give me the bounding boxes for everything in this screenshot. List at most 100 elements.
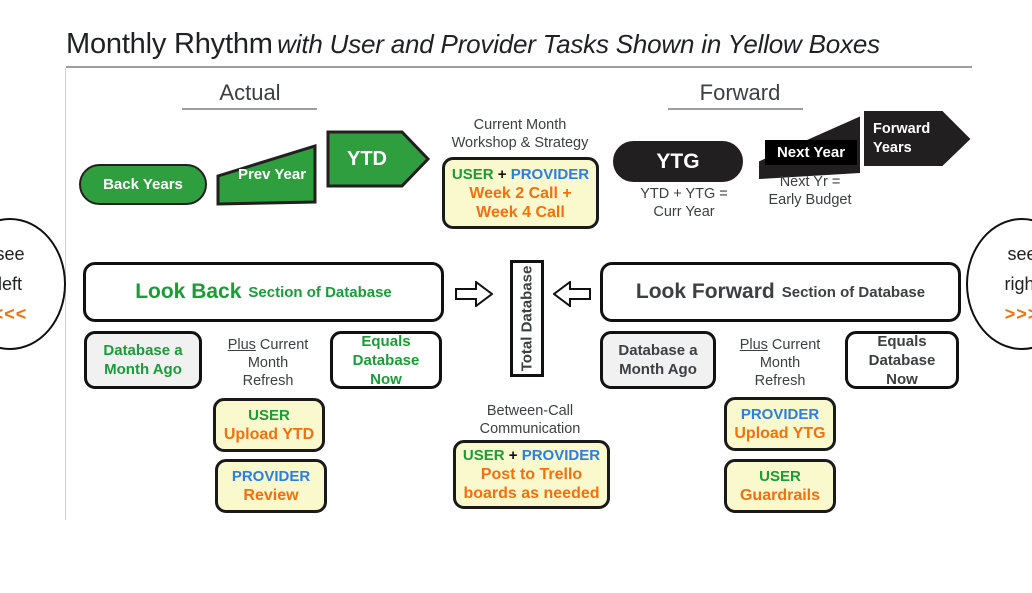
timeline-label-back-years: Back Years xyxy=(103,176,183,193)
caption-left-plus-refresh: Plus Current Month Refresh xyxy=(210,336,326,390)
caption-ytd-plus-ytg-line2: Curr Year xyxy=(653,203,715,220)
forward-years-arrow-icon xyxy=(864,111,971,166)
db-box-left-month-ago[interactable]: Database a Month Ago xyxy=(84,331,202,389)
side-note-left-line1: see xyxy=(0,244,25,264)
caption-next-yr-line1: Next Yr = xyxy=(779,174,841,190)
db-box-left-month-ago-line1: Database a xyxy=(103,342,183,359)
caption-current-month: Current Month Workshop & Strategy xyxy=(438,117,602,152)
caption-right-plus-line2: Month xyxy=(759,355,801,371)
caption-current-month-line2: Workshop & Strategy xyxy=(451,134,589,151)
task-box-review[interactable]: PROVIDER Review xyxy=(215,459,327,513)
side-note-left-chevrons: <<< xyxy=(0,304,28,324)
task-box-review-role: PROVIDER xyxy=(231,468,311,485)
timeline-label-ytd: YTD xyxy=(347,147,387,170)
banner-look-back-strong: Look Back xyxy=(135,280,242,303)
page-title: Monthly Rhythm with User and Provider Ta… xyxy=(66,28,972,64)
db-box-left-equals-line3: Now xyxy=(370,370,402,388)
section-header-forward: Forward xyxy=(699,80,781,105)
side-note-right-line2: right xyxy=(1004,274,1032,294)
task-box-review-action: Review xyxy=(243,487,299,504)
caption-between-call-line1: Between-Call xyxy=(486,403,574,419)
total-database-panel[interactable]: Total Database xyxy=(510,260,544,377)
db-box-right-month-ago-line2: Month Ago xyxy=(619,361,697,378)
banner-look-forward[interactable]: Look Forward Section of Database xyxy=(600,262,961,322)
caption-right-plus-underlined: Plus xyxy=(739,337,768,353)
timeline-shape-ytd[interactable]: YTD xyxy=(326,130,431,188)
db-box-right-equals-line1: Equals xyxy=(877,332,927,350)
caption-next-yr-line2: Early Budget xyxy=(768,191,852,208)
total-database-label: Total Database xyxy=(518,265,536,372)
db-box-right-month-ago-line1: Database a xyxy=(618,342,698,359)
task-box-upload-ytd-role: USER xyxy=(248,407,290,424)
arrow-look-back-to-total xyxy=(455,280,494,308)
task-box-trello-action-line1: Post to Trello xyxy=(480,466,583,483)
timeline-label-next-year: Next Year xyxy=(765,140,857,165)
footer-clipped-left xyxy=(80,514,210,523)
db-box-right-equals-line2: Database xyxy=(868,351,936,369)
task-box-upload-ytg-role: PROVIDER xyxy=(740,406,820,423)
role-user: USER xyxy=(462,447,505,464)
banner-look-forward-rest: Section of Database xyxy=(781,283,926,301)
side-note-right[interactable]: see right >>> xyxy=(966,218,1032,350)
task-box-guardrails-action: Guardrails xyxy=(739,487,821,504)
timeline-shape-prev-year[interactable]: Prev Year xyxy=(216,144,318,206)
side-note-left-line2: left xyxy=(0,274,22,294)
caption-left-plus-line2: Month xyxy=(247,355,289,371)
task-box-trello[interactable]: USER + PROVIDER Post to Trello boards as… xyxy=(453,440,610,509)
left-arrow-icon xyxy=(552,280,591,308)
timeline-shape-next-year[interactable]: Next Year xyxy=(758,116,864,180)
db-box-right-equals-now[interactable]: Equals Database Now xyxy=(845,331,959,389)
task-box-upload-ytd[interactable]: USER Upload YTD xyxy=(213,398,325,452)
timeline-shape-forward-years[interactable]: Forward Years xyxy=(864,111,971,167)
db-box-left-equals-now[interactable]: Equals Database Now xyxy=(330,331,442,389)
task-box-guardrails-role: USER xyxy=(759,468,801,485)
caption-right-plus-line3: Refresh xyxy=(754,373,806,389)
task-box-trello-action-line2: boards as needed xyxy=(463,485,600,502)
caption-left-plus-line3: Refresh xyxy=(242,373,294,389)
timeline-label-ytg: YTG xyxy=(656,149,700,173)
side-note-left[interactable]: see left <<< xyxy=(0,218,66,350)
caption-between-call-line2: Communication xyxy=(479,420,581,437)
title-underline xyxy=(66,66,972,68)
task-box-workshop-roles: USER + PROVIDER xyxy=(452,165,589,184)
prev-year-trapezoid-icon xyxy=(216,144,317,206)
timeline-shape-back-years[interactable]: Back Years xyxy=(79,164,207,205)
role-user: USER xyxy=(451,165,494,183)
role-plus: + xyxy=(504,447,522,464)
task-box-workshop-action-line1: Week 2 Call + xyxy=(469,184,572,202)
caption-right-plus-refresh: Plus Current Month Refresh xyxy=(722,336,838,390)
caption-right-plus-rest: Current xyxy=(767,337,821,353)
task-box-upload-ytg[interactable]: PROVIDER Upload YTG xyxy=(724,397,836,451)
section-header-forward-rule xyxy=(668,108,803,110)
task-box-upload-ytd-action: Upload YTD xyxy=(223,426,315,443)
banner-look-back[interactable]: Look Back Section of Database xyxy=(83,262,444,322)
role-provider: PROVIDER xyxy=(521,447,601,464)
db-box-left-equals-line1: Equals xyxy=(361,332,411,350)
ytd-arrow-icon xyxy=(326,130,431,188)
caption-next-yr: Next Yr = Early Budget xyxy=(750,174,870,209)
banner-look-forward-strong: Look Forward xyxy=(635,280,775,303)
content-frame-left-border xyxy=(65,68,66,520)
timeline-label-prev-year: Prev Year xyxy=(237,165,307,183)
caption-current-month-line1: Current Month xyxy=(473,117,567,133)
task-box-upload-ytg-action: Upload YTG xyxy=(734,425,826,442)
task-box-guardrails[interactable]: USER Guardrails xyxy=(724,459,836,513)
section-header-actual: Actual xyxy=(219,80,281,105)
db-box-left-equals-line2: Database xyxy=(352,351,420,369)
task-box-workshop[interactable]: USER + PROVIDER Week 2 Call + Week 4 Cal… xyxy=(442,157,599,229)
db-box-right-equals-line3: Now xyxy=(886,370,918,388)
timeline-label-forward-years: Forward Years xyxy=(873,117,943,161)
db-box-left-month-ago-line2: Month Ago xyxy=(104,361,182,378)
timeline-shape-ytg[interactable]: YTG xyxy=(613,141,743,182)
section-header-actual-rule xyxy=(182,108,317,110)
task-box-trello-roles: USER + PROVIDER xyxy=(463,446,600,465)
arrow-look-forward-to-total xyxy=(552,280,591,308)
footer-clipped-right xyxy=(845,514,965,523)
forward-years-line2: Years xyxy=(873,140,912,156)
db-box-right-month-ago[interactable]: Database a Month Ago xyxy=(600,331,716,389)
caption-ytd-plus-ytg: YTD + YTG = Curr Year xyxy=(613,186,755,221)
forward-years-line1: Forward xyxy=(873,121,931,137)
caption-left-plus-rest: Current xyxy=(255,337,309,353)
page-title-main: Monthly Rhythm xyxy=(66,28,273,60)
